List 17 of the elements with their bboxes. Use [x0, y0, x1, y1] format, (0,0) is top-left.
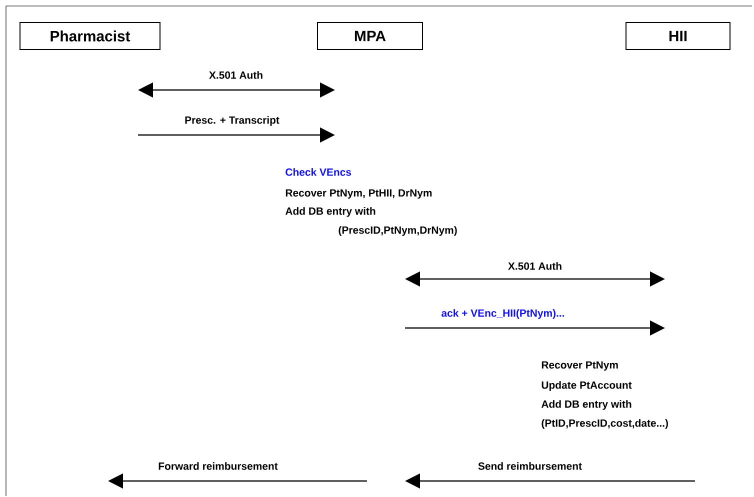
- note-text: Recover PtNym: [542, 361, 618, 371]
- participant-box: Pharmacist: [20, 22, 160, 50]
- message-label: Presc. + Transcript: [185, 116, 280, 126]
- note-text: Recover PtNym, PtHII, DrNym: [286, 189, 432, 199]
- note-text: (PrescID,PtNym,DrNym): [338, 226, 457, 236]
- message-label: Send reimbursement: [478, 462, 582, 470]
- note-text: (PtID,PrescID,cost,date...): [542, 419, 668, 429]
- note-text: Update PtAccount: [542, 381, 632, 391]
- message-label: X.501 Auth: [508, 262, 562, 270]
- note-text: Check VEncs: [286, 168, 352, 176]
- message-label: X.501 Auth: [209, 71, 262, 79]
- participant-box: MPA: [317, 22, 423, 50]
- note-text: Add DB entry with: [541, 400, 632, 410]
- participant-box: HII: [626, 22, 730, 50]
- note-text: Add DB entry with: [285, 207, 376, 217]
- message-label: Forward reimbursement: [158, 462, 278, 470]
- message-label: ack + VEnc_HII(PtNym)...: [442, 309, 564, 319]
